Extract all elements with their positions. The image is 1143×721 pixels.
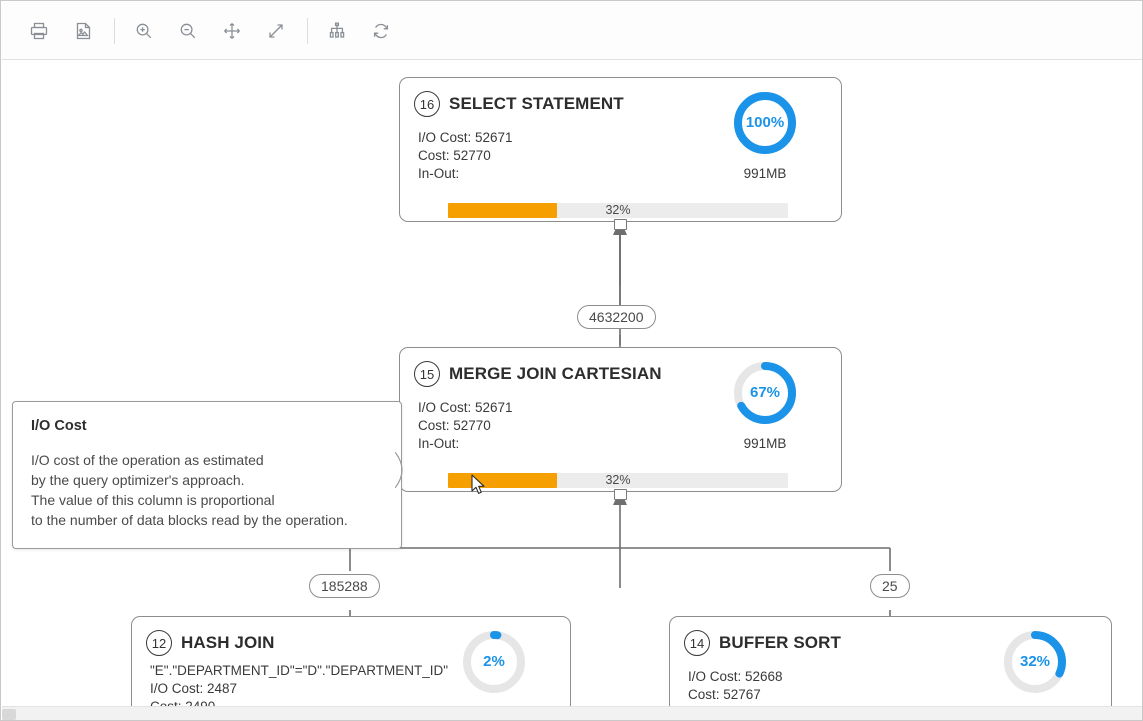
node-number: 14	[684, 630, 710, 656]
diagram-canvas[interactable]: 16 SELECT STATEMENT I/O Cost: 52671 Cost…	[2, 60, 1142, 706]
export-image-button[interactable]	[66, 14, 100, 48]
donut-svg	[1004, 631, 1066, 693]
plan-node-select-statement[interactable]: 16 SELECT STATEMENT I/O Cost: 52671 Cost…	[399, 77, 842, 222]
zoom-in-button[interactable]	[127, 14, 161, 48]
node-io-cost: I/O Cost: 2487	[150, 681, 238, 696]
refresh-button[interactable]	[364, 14, 398, 48]
diagram-toolbar	[2, 2, 1142, 60]
in-out-progress-bar: 32%	[448, 473, 788, 488]
node-header: 14 BUFFER SORT	[670, 617, 1111, 656]
node-io-cost: I/O Cost: 52668	[688, 669, 783, 684]
plan-node-merge-join-cartesian[interactable]: 15 MERGE JOIN CARTESIAN I/O Cost: 52671 …	[399, 347, 842, 492]
tooltip-line-3: The value of this column is proportional	[31, 492, 275, 508]
node-body: I/O Cost: 52671 Cost: 52770 In-Out:	[400, 387, 841, 453]
collapse-handle-16[interactable]	[614, 219, 627, 230]
zoom-out-icon	[178, 21, 198, 41]
print-button[interactable]	[22, 14, 56, 48]
tree-layout-button[interactable]	[320, 14, 354, 48]
tooltip-title: I/O Cost	[31, 418, 87, 434]
node-title: HASH JOIN	[181, 633, 275, 652]
node-io-cost: I/O Cost: 52671	[418, 130, 513, 145]
memory-donut-chart: 67% 991MB	[730, 358, 800, 458]
node-header: 16 SELECT STATEMENT	[400, 78, 841, 117]
zoom-in-icon	[134, 21, 154, 41]
zoom-out-button[interactable]	[171, 14, 205, 48]
edge-label-185288[interactable]: 185288	[309, 574, 380, 598]
donut-percent-label: 2%	[483, 653, 505, 670]
collapse-handle-15[interactable]	[614, 489, 627, 500]
donut-svg	[463, 631, 525, 693]
pan-icon	[222, 21, 242, 41]
donut-percent-label: 32%	[1019, 653, 1051, 670]
donut-size-label: 991MB	[743, 166, 787, 181]
pan-button[interactable]	[215, 14, 249, 48]
memory-donut-chart: 100% 991MB	[730, 88, 800, 188]
node-cost: Cost: 2490	[150, 698, 570, 706]
node-cost: Cost: 52767	[688, 687, 761, 702]
donut-svg	[734, 92, 796, 154]
in-out-progress-label: 32%	[605, 473, 631, 487]
tooltip-line-4: to the number of data blocks read by the…	[31, 512, 348, 528]
in-out-progress-fill	[448, 203, 557, 218]
print-icon	[29, 21, 49, 41]
node-header: 12 HASH JOIN	[132, 617, 570, 656]
node-number: 12	[146, 630, 172, 656]
in-out-progress-bar: 32%	[448, 203, 788, 218]
node-body: I/O Cost: 52671 Cost: 52770 In-Out:	[400, 117, 841, 183]
node-io-cost: I/O Cost: 52671	[418, 400, 513, 415]
node-in-out: In-Out:	[418, 166, 460, 181]
plan-node-hash-join[interactable]: 12 HASH JOIN "E"."DEPARTMENT_ID"="D"."DE…	[131, 616, 571, 706]
node-title: MERGE JOIN CARTESIAN	[449, 364, 662, 383]
toolbar-separator-2	[307, 17, 308, 44]
node-in-out: In-Out:	[418, 436, 460, 451]
donut-svg	[734, 362, 796, 424]
export-image-icon	[73, 21, 93, 41]
edge-label-25[interactable]: 25	[870, 574, 910, 598]
memory-donut-chart: 2% 26MB	[459, 627, 529, 706]
donut-size-label: 550B	[1000, 705, 1070, 706]
node-title: BUFFER SORT	[719, 633, 841, 652]
node-number: 16	[414, 91, 440, 117]
fit-expand-button[interactable]	[259, 14, 293, 48]
horizontal-scrollbar-thumb[interactable]	[2, 709, 16, 720]
node-predicate: "E"."DEPARTMENT_ID"="D"."DEPARTMENT_ID"	[150, 663, 449, 678]
node-body: I/O Cost: 52668 Cost: 52767	[670, 656, 1111, 704]
tooltip-line-1: I/O cost of the operation as estimated	[31, 452, 264, 468]
node-number: 15	[414, 361, 440, 387]
donut-percent-label: 67%	[749, 384, 781, 401]
tree-layout-icon	[327, 21, 347, 41]
node-cost: Cost: 52770	[418, 148, 491, 163]
fit-expand-icon	[266, 21, 286, 41]
memory-donut-chart: 32% 550B	[1000, 627, 1070, 706]
toolbar-separator-1	[114, 17, 115, 44]
donut-size-label: 991MB	[743, 436, 787, 451]
refresh-icon	[371, 21, 391, 41]
node-header: 15 MERGE JOIN CARTESIAN	[400, 348, 841, 387]
donut-size-label: 26MB	[459, 705, 529, 706]
tooltip-line-2: by the query optimizer's approach.	[31, 472, 245, 488]
plan-node-buffer-sort[interactable]: 14 BUFFER SORT I/O Cost: 52668 Cost: 527…	[669, 616, 1112, 706]
node-title: SELECT STATEMENT	[449, 94, 624, 113]
edge-label-4632200[interactable]: 4632200	[577, 305, 656, 329]
donut-percent-label: 100%	[745, 114, 785, 131]
node-cost: Cost: 52770	[418, 418, 491, 433]
node-body: "E"."DEPARTMENT_ID"="D"."DEPARTMENT_ID" …	[132, 656, 570, 706]
io-cost-tooltip: I/O Cost I/O cost of the operation as es…	[12, 401, 402, 549]
horizontal-scrollbar[interactable]	[2, 706, 1142, 720]
in-out-progress-label: 32%	[605, 203, 631, 217]
